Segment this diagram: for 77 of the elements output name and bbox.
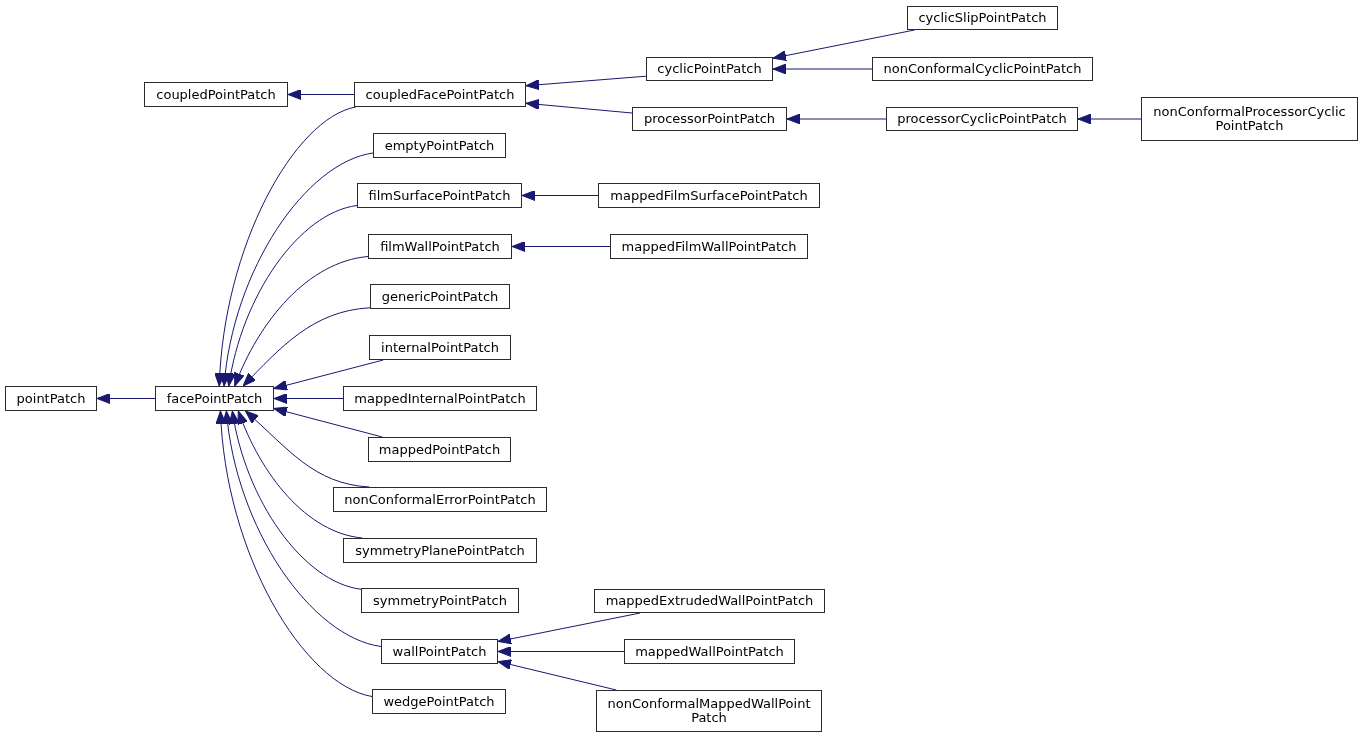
- inheritance-arrow: [234, 256, 369, 387]
- class-name: coupledPointPatch: [156, 87, 276, 102]
- class-box: [155, 386, 274, 411]
- inheritance-arrow: [497, 646, 625, 657]
- inheritance-arrow: [215, 410, 373, 697]
- class-name: wallPointPatch: [392, 644, 487, 659]
- inheritance-arrow: [273, 393, 344, 404]
- class-name: mappedInternalPointPatch: [354, 391, 526, 406]
- class-name: facePointPatch: [166, 391, 263, 406]
- class-name: mappedFilmWallPointPatch: [621, 239, 797, 254]
- class-name: nonConformalProcessorCyclic PointPatch: [1152, 105, 1347, 133]
- inheritance-arrow: [525, 75, 647, 91]
- inheritance-arrow: [225, 205, 358, 387]
- class-box: [907, 6, 1058, 30]
- class-box: [596, 690, 822, 732]
- class-box: [370, 284, 510, 309]
- inheritance-arrow: [1077, 113, 1142, 125]
- class-name: mappedWallPointPatch: [635, 644, 784, 659]
- class-box: [343, 538, 537, 563]
- inheritance-arrow: [786, 113, 887, 125]
- inheritance-arrow: [497, 612, 641, 645]
- class-box: [598, 183, 820, 208]
- inheritance-arrow: [222, 410, 382, 647]
- class-box: [372, 689, 506, 714]
- inheritance-arrow: [287, 89, 355, 100]
- class-name: mappedFilmSurfacePointPatch: [610, 188, 808, 203]
- class-box: [333, 487, 547, 512]
- class-name: symmetryPlanePointPatch: [355, 543, 525, 558]
- inheritance-arrow: [273, 359, 384, 391]
- class-box: [373, 133, 506, 158]
- class-name: internalPointPatch: [381, 340, 499, 355]
- class-box: [354, 82, 526, 107]
- class-name: emptyPointPatch: [384, 138, 495, 153]
- class-box: [368, 437, 511, 462]
- class-name: filmWallPointPatch: [380, 239, 500, 254]
- inheritance-arrow: [220, 152, 374, 387]
- class-name: processorPointPatch: [643, 112, 776, 126]
- class-box: [343, 386, 537, 411]
- class-name: cyclicSlipPointPatch: [918, 11, 1047, 25]
- class-name: processorCyclicPointPatch: [897, 112, 1067, 126]
- inheritance-arrow: [273, 406, 383, 438]
- class-box: [594, 589, 825, 613]
- class-box: [361, 588, 519, 613]
- class-box: [1141, 97, 1358, 141]
- class-name: symmetryPointPatch: [373, 593, 507, 608]
- class-name: coupledFacePointPatch: [365, 87, 515, 102]
- class-name: filmSurfacePointPatch: [368, 188, 511, 203]
- class-name: wedgePointPatch: [383, 694, 495, 709]
- inheritance-arrow: [96, 393, 156, 404]
- class-box: [624, 639, 795, 664]
- class-box: [368, 234, 512, 259]
- class-name: pointPatch: [16, 391, 86, 406]
- class-name: mappedPointPatch: [378, 442, 501, 457]
- inheritance-arrow: [229, 410, 362, 590]
- class-box: [646, 57, 773, 81]
- class-box: [357, 183, 522, 208]
- inheritance-arrow: [511, 241, 611, 252]
- inheritance-arrow: [525, 98, 633, 114]
- class-box: [632, 107, 787, 131]
- inheritance-arrow: [214, 106, 357, 387]
- class-name: cyclicPointPatch: [657, 62, 762, 76]
- inheritance-arrow: [242, 307, 371, 387]
- class-name: genericPointPatch: [381, 289, 499, 304]
- class-name: nonConformalErrorPointPatch: [344, 492, 536, 507]
- class-name: nonConformalMappedWallPoint Patch: [606, 697, 812, 725]
- class-box: [872, 57, 1093, 81]
- inheritance-arrow: [772, 63, 873, 75]
- class-box: [610, 234, 808, 259]
- inheritance-arrow: [497, 659, 617, 691]
- inheritance-arrow: [521, 190, 599, 201]
- class-name: mappedExtrudedWallPointPatch: [605, 594, 814, 608]
- class-box: [5, 386, 97, 411]
- class-box: [144, 82, 288, 107]
- class-box: [369, 335, 511, 360]
- class-box: [381, 639, 498, 664]
- class-name: nonConformalCyclicPointPatch: [883, 62, 1082, 76]
- class-box: [886, 107, 1078, 131]
